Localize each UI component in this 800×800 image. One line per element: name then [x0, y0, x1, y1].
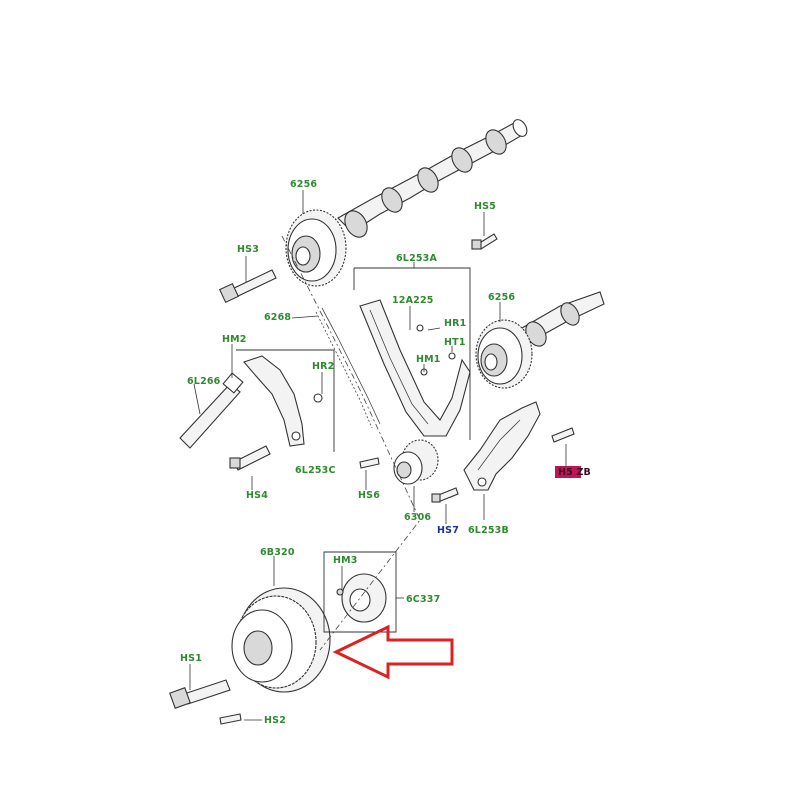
- highlight-box: [555, 466, 581, 478]
- bolt-hs3: [218, 269, 277, 304]
- small-parts: [313, 324, 456, 403]
- callout-hr1: HR1: [444, 318, 466, 329]
- callout-6l253b: 6L253B: [468, 525, 509, 536]
- callout-6c337: 6C337: [406, 594, 440, 605]
- callout-6b320: 6B320: [260, 547, 295, 558]
- callout-6l253c: 6L253C: [295, 465, 336, 476]
- tensioner-arm: [463, 401, 541, 491]
- callout-6256-right: 6256: [488, 292, 515, 303]
- callout-6l266: 6L266: [187, 376, 221, 387]
- bracket-6c337: [323, 551, 397, 633]
- crankshaft-hub: [336, 573, 387, 623]
- chain-guide-c: [243, 355, 305, 447]
- callout-6256-top: 6256: [290, 179, 317, 190]
- callout-hs5: HS5: [474, 201, 496, 212]
- callout-6306: 6306: [404, 512, 431, 523]
- bolt-hs1: [169, 679, 231, 709]
- timing-chain: [315, 307, 381, 429]
- callout-h5zb: H5 ZB: [558, 467, 591, 478]
- chain-guide-a: [359, 299, 471, 437]
- leader-lines: [189, 190, 567, 721]
- crankshaft-pulley: [231, 587, 331, 693]
- callout-6268: 6268: [264, 312, 291, 323]
- upper-camshaft: [337, 119, 528, 238]
- callout-hs7: HS7: [437, 525, 459, 536]
- pointer-arrow: [332, 624, 454, 680]
- callout-6l253a: 6L253A: [396, 253, 437, 264]
- callout-hm2: HM2: [222, 334, 247, 345]
- callout-ht1: HT1: [444, 337, 466, 348]
- callout-hs4: HS4: [246, 490, 268, 501]
- callout-hs3: HS3: [237, 244, 259, 255]
- callout-hr2: HR2: [312, 361, 334, 372]
- lower-camshaft: [521, 291, 605, 347]
- bolt-hs4: [229, 445, 271, 471]
- bolt-hs5: [471, 233, 498, 250]
- callout-hm1: HM1: [416, 354, 441, 365]
- center-axis-line: [281, 235, 421, 651]
- callout-hs6: HS6: [358, 490, 380, 501]
- callout-hs1: HS1: [180, 653, 202, 664]
- chain-tensioner: [179, 372, 244, 449]
- bolt-hs7: [431, 487, 459, 503]
- bracket-6l253c: [236, 349, 335, 452]
- camshaft-sprocket-lower: [475, 319, 533, 389]
- camshaft-sprocket-upper: [285, 209, 347, 287]
- bracket-6l253a: [353, 267, 471, 440]
- bolt-hs2: [219, 713, 242, 725]
- crankshaft-sprocket: [393, 439, 439, 485]
- bolt-h5zb: [551, 427, 575, 443]
- callout-hm3: HM3: [333, 555, 358, 566]
- callout-12a225: 12A225: [392, 295, 434, 306]
- bolt-hs6: [359, 457, 380, 469]
- callout-hs2: HS2: [264, 715, 286, 726]
